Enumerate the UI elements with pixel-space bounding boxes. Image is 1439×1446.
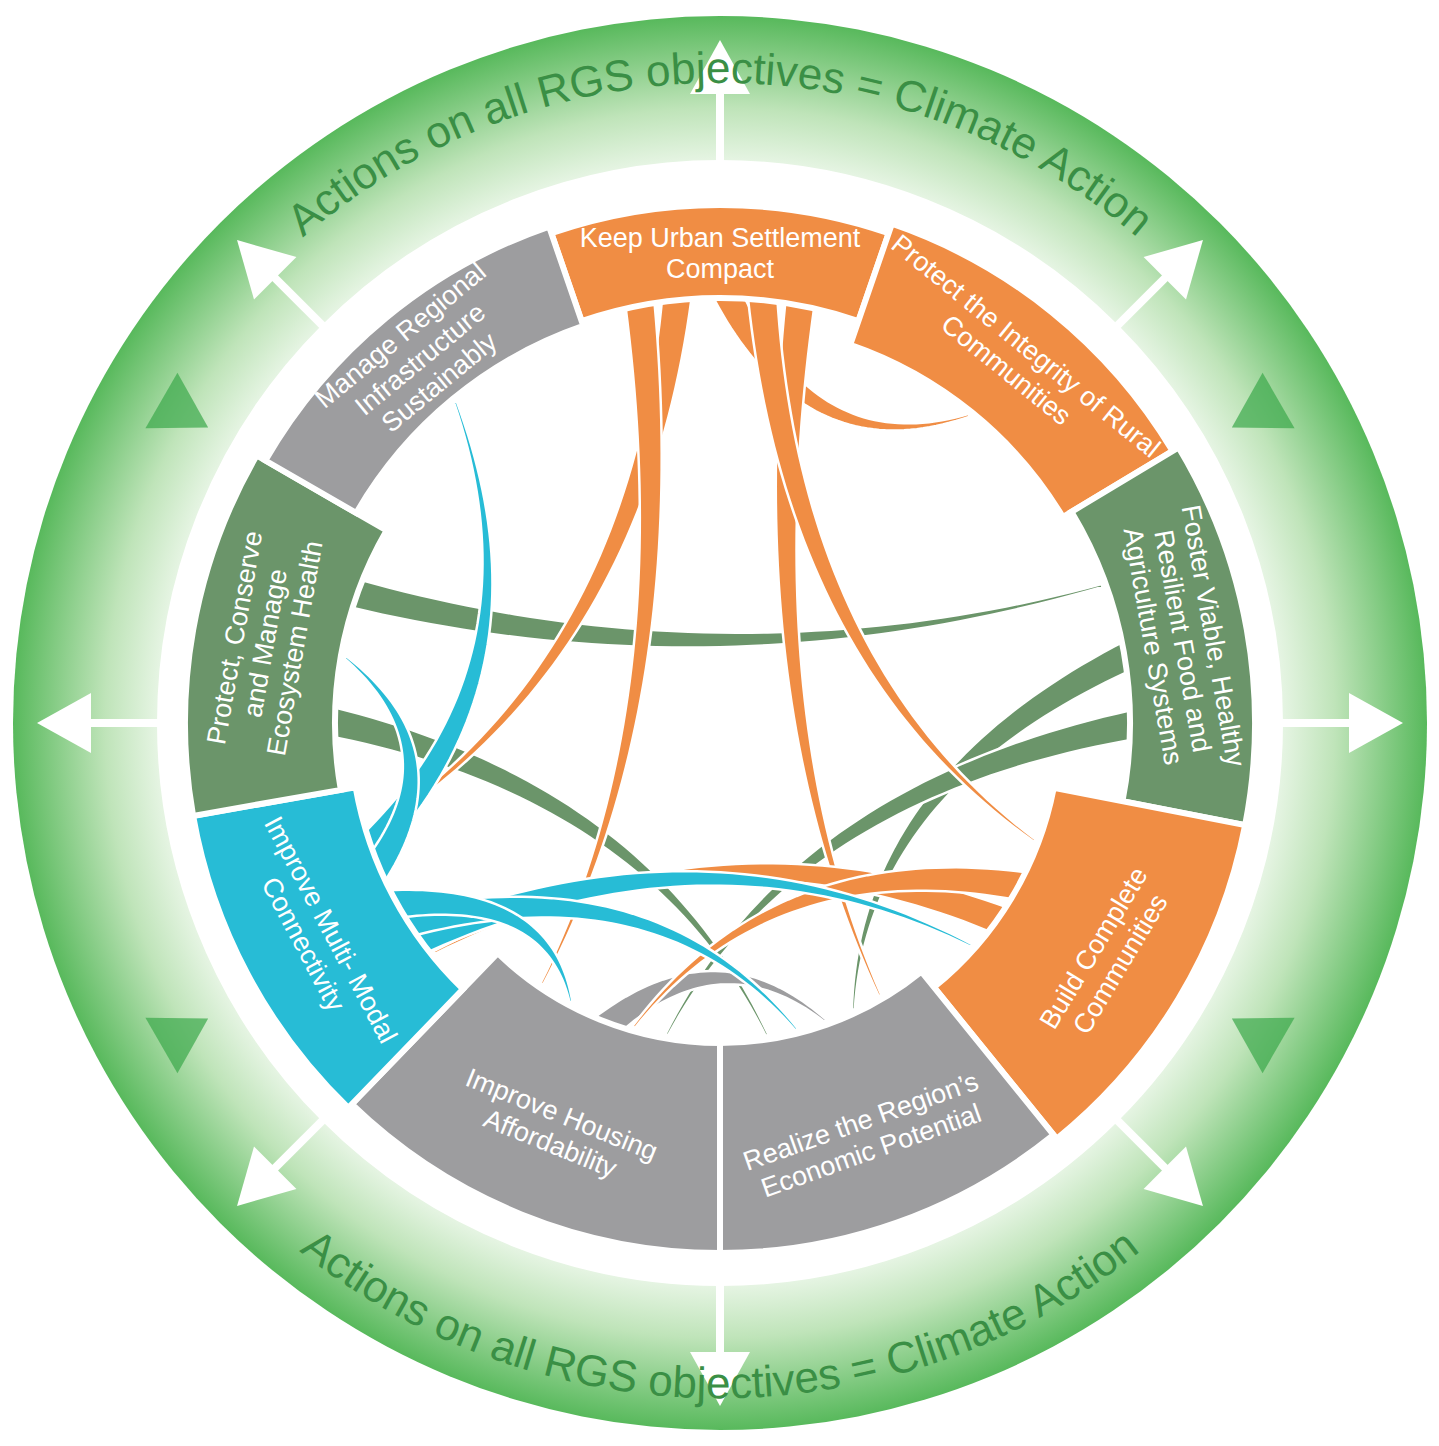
arrow-head	[1144, 1147, 1225, 1228]
arrow-shaft	[716, 1280, 724, 1354]
inward-arrow	[145, 373, 224, 455]
segment-shape	[850, 224, 1172, 517]
arrow-head	[216, 1147, 297, 1228]
objective-segment: Realize the Region’s Economic Potential	[716, 967, 1058, 1257]
arrow-head	[1144, 219, 1225, 300]
objective-segment: Foster Viable, Healthy Resilient Food an…	[1067, 443, 1259, 830]
objective-segment: Improve Multi- Modal Connectivity	[189, 783, 467, 1112]
objective-title: Keep Urban Settlement Compact	[575, 223, 865, 284]
segment-shape	[265, 227, 583, 513]
segment-shape	[551, 205, 888, 321]
arrow-shaft	[716, 92, 724, 166]
arrow-shaft	[274, 1117, 326, 1169]
arrow-head	[1349, 693, 1403, 753]
arrow-shaft	[89, 719, 163, 727]
ring-band	[13, 16, 1427, 1430]
arrow-head	[216, 219, 297, 300]
inward-arrow	[1216, 373, 1295, 455]
arrow-shaft	[1114, 1117, 1166, 1169]
inward-arrow	[145, 991, 224, 1073]
inward-arrow	[1216, 991, 1295, 1073]
arrow-shaft	[274, 277, 326, 329]
arrow-head	[37, 693, 91, 753]
arrow-shaft	[1114, 277, 1166, 329]
ring-captions: Actions on all RGS objectives = Climate …	[277, 43, 1163, 1407]
segment-shape	[1071, 447, 1255, 825]
outward-arrows	[37, 40, 1403, 1406]
segment-shape	[193, 787, 463, 1108]
flow-ribbon	[334, 574, 1102, 647]
objective-segment: Manage Regional Infrastructure Sustainab…	[261, 222, 588, 517]
objective-segment: Keep Urban Settlement Compact	[547, 201, 893, 326]
arrow-shaft	[1277, 719, 1351, 727]
inner-disc	[160, 163, 1280, 1283]
